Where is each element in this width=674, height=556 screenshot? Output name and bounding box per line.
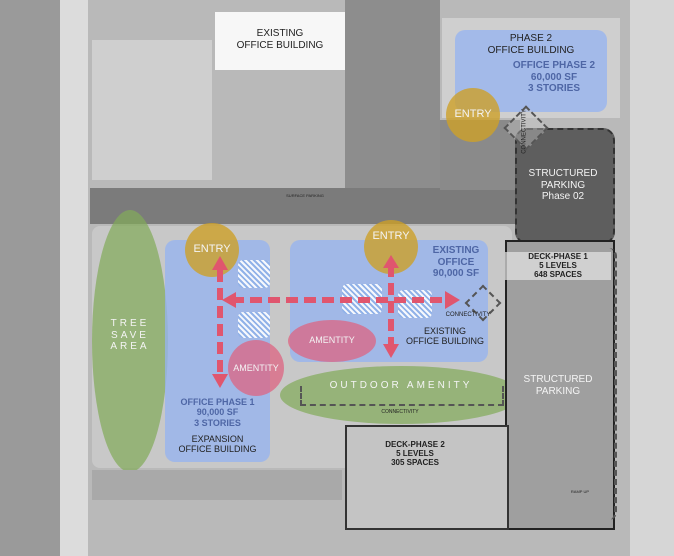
phase1-stats: OFFICE PHASE 1 90,000 SF 3 STORIES — [165, 397, 270, 428]
arrowhead-south — [383, 344, 399, 358]
label-line: OFFICE BUILDING — [405, 336, 484, 347]
connectivity-label-east: CONNECTIVITY — [445, 312, 491, 318]
tree-save-area — [92, 210, 168, 472]
existing-office-stats: EXISTING OFFICE 90,000 SF — [425, 245, 487, 280]
label-line: EXPANSION — [191, 434, 244, 444]
label-line: Phase 02 — [541, 191, 585, 202]
label-line: PHASE 2 — [509, 33, 553, 44]
label-line: 305 SPACES — [391, 458, 439, 468]
label-line: EXISTING OFFICE — [432, 245, 480, 268]
street-right — [630, 0, 674, 556]
entry-label: ENTRY — [193, 243, 231, 255]
lower-parking — [92, 470, 342, 500]
arrowhead-north — [383, 255, 399, 268]
deck-phase1 — [505, 240, 615, 530]
label-line: 648 SPACES — [534, 270, 582, 280]
label-line: EXISTING — [423, 326, 466, 336]
core-hatch — [238, 312, 270, 338]
label-line: OFFICE BUILDING — [178, 444, 257, 455]
label-line: 3 STORIES — [527, 83, 581, 94]
ramp-up-label: RAMP UP — [570, 489, 590, 494]
label-line: SAVE — [111, 329, 149, 341]
phase2-office-label: PHASE 2 OFFICE BUILDING — [455, 33, 607, 56]
outdoor-amenity-area — [280, 366, 522, 424]
outdoor-amenity-label: OUTDOOR AMENITY — [329, 380, 473, 391]
entry-label: ENTRY — [454, 108, 492, 120]
label-line: STRUCTURED — [523, 374, 593, 385]
core-hatch — [398, 290, 432, 318]
label-line: DECK-PHASE 1 — [528, 252, 588, 261]
label-line: AREA — [110, 341, 150, 352]
label-line: STRUCTURED — [528, 168, 598, 179]
label-line: TREE — [110, 318, 150, 329]
phase2-stats: OFFICE PHASE 2 60,000 SF 3 STORIES — [502, 60, 606, 95]
label-line: 5 LEVELS — [539, 261, 577, 271]
arrowhead-north — [212, 256, 228, 270]
entry-marker-expansion — [185, 223, 239, 277]
parking-lot-top-left — [92, 40, 212, 180]
label-line: OFFICE PHASE 2 — [512, 60, 596, 71]
central-boulevard — [345, 0, 440, 200]
label-line: PARKING — [535, 385, 581, 397]
connectivity-label-south: CONNECTIVITY — [381, 409, 419, 415]
existing-building-top — [215, 12, 345, 70]
label-line: DECK-PHASE 2 — [385, 440, 445, 449]
connectivity-path — [300, 386, 504, 406]
arrowhead-west — [222, 292, 236, 308]
tree-save-label: TREE SAVE AREA — [92, 318, 168, 353]
aerial-trees-left — [0, 0, 60, 556]
label-line: OFFICE BUILDING — [236, 39, 324, 51]
existing-office-label: EXISTING OFFICE BUILDING — [390, 326, 500, 347]
label-line: 90,000 SF — [432, 268, 480, 279]
existing-building-top-label: EXISTING OFFICE BUILDING — [215, 28, 345, 51]
amenity-area-expansion — [228, 340, 284, 396]
deck-phase1-label: DECK-PHASE 1 5 LEVELS 648 SPACES — [505, 252, 611, 280]
core-hatch — [238, 260, 270, 288]
label-line: OFFICE BUILDING — [487, 44, 575, 56]
label-line: PARKING — [540, 179, 586, 191]
street-left — [60, 0, 88, 556]
amenity-label: AMENTITY — [233, 363, 279, 373]
amenity-label: AMENTITY — [309, 335, 355, 345]
label-line: 60,000 SF — [530, 71, 578, 83]
label-line: OFFICE PHASE 1 — [180, 397, 255, 407]
road-horizontal — [90, 188, 515, 224]
arrowhead-east — [445, 291, 460, 309]
arrowhead-south — [212, 374, 228, 388]
label-line: 5 LEVELS — [396, 449, 434, 459]
entry-label: ENTRY — [372, 230, 410, 242]
structured-parking-label: STRUCTURED PARKING — [505, 374, 611, 397]
deck-phase1-outline — [600, 248, 617, 520]
entry-marker-phase2 — [446, 88, 500, 142]
deck-phase2-label: DECK-PHASE 2 5 LEVELS 305 SPACES — [345, 440, 485, 468]
surface-parking-label: SURFACE PARKING — [286, 193, 324, 198]
expansion-label: EXPANSION OFFICE BUILDING — [165, 434, 270, 455]
label-line: 90,000 SF — [196, 407, 239, 418]
label-line: 3 STORIES — [194, 417, 241, 428]
amenity-area-existing — [288, 320, 376, 362]
structured-parking-phase2-label: STRUCTURED PARKING Phase 02 — [515, 168, 611, 203]
label-line: EXISTING — [256, 28, 304, 39]
deck-phase2 — [345, 425, 509, 530]
